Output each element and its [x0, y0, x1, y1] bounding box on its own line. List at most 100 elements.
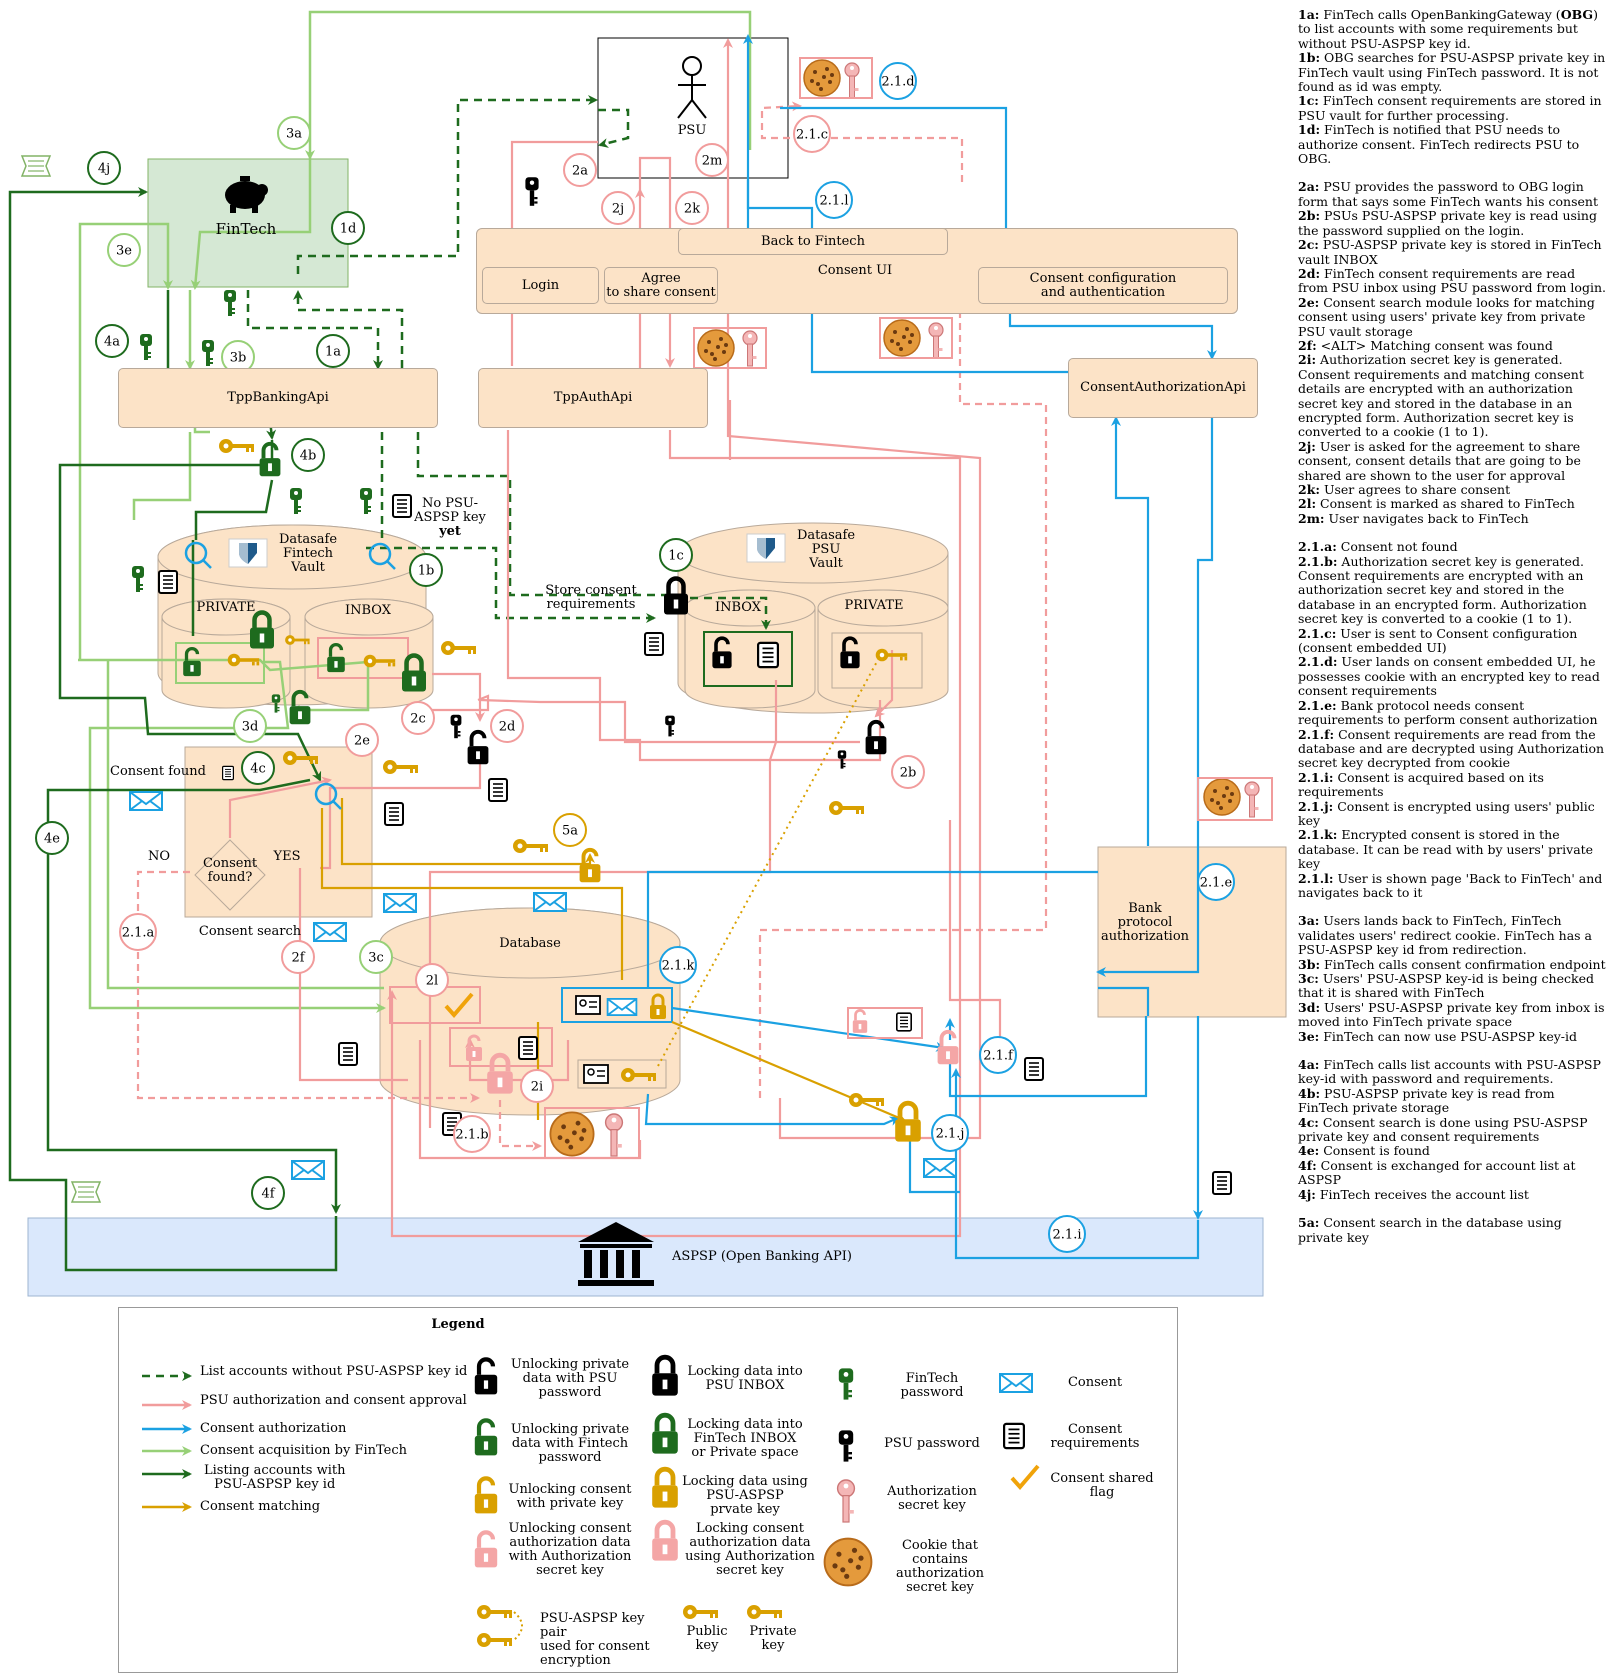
no-label: NO	[147, 849, 171, 864]
svg-text:4c: 4c	[250, 762, 266, 777]
note-line: 5a: Consent search in the database using…	[1298, 1215, 1562, 1245]
note-line: 4b: PSU-ASPSP private key is read from F…	[1298, 1085, 1555, 1116]
lock-icon	[250, 610, 274, 649]
psu-stick-figure-icon	[677, 56, 707, 119]
document-icon	[895, 1012, 912, 1032]
gold-key-icon	[683, 1605, 718, 1619]
note-line: 2b: PSUs PSU-ASPSP private key is read u…	[1298, 208, 1597, 238]
cookie-icon	[549, 1111, 595, 1157]
note-line: 3e: FinTech can now use PSU-ASPSP key-id	[1298, 1028, 1578, 1044]
datasafe-psu-label: Datasafe PSU Vault	[796, 528, 856, 571]
consent-ui-label: Consent UI	[817, 263, 893, 278]
notes-group: 5a: Consent search in the database using…	[1298, 1215, 1608, 1245]
envelope-icon	[313, 922, 347, 942]
id-card-icon	[583, 1064, 609, 1084]
legend-line-3: Consent authorization	[200, 1421, 347, 1436]
legend-consent: Consent	[1067, 1375, 1123, 1390]
step-badge: 2k	[675, 191, 709, 225]
svg-text:2.1.e: 2.1.e	[1200, 876, 1233, 891]
svg-text:2c: 2c	[410, 712, 426, 727]
step-badge: 4e	[35, 821, 69, 855]
legend-line-4: Consent acquisition by FinTech	[200, 1443, 408, 1458]
step-badge: 5a	[553, 813, 587, 847]
lock-icon	[650, 993, 666, 1019]
envelope-icon	[533, 892, 567, 912]
fintech-label: FinTech	[215, 220, 277, 238]
step-badge: 3d	[233, 709, 267, 743]
step-badge: 2.1.l	[815, 181, 853, 219]
gold-key-icon	[875, 648, 908, 662]
step-badge: 2e	[345, 723, 379, 757]
envelope-icon	[606, 998, 638, 1017]
svg-text:2d: 2d	[499, 720, 516, 735]
notes-group: 4a: FinTech calls list accounts with PSU…	[1298, 1057, 1608, 1202]
svg-text:2b: 2b	[900, 766, 917, 781]
note-line: 1a: FinTech calls OpenBankingGateway (OB…	[1298, 7, 1598, 51]
envelope-icon	[923, 1158, 957, 1178]
step-badge: 3a	[277, 116, 311, 150]
legend-unlock-fintech: Unlocking private data with Fintech pass…	[510, 1422, 630, 1465]
cookie-icon	[697, 329, 735, 367]
svg-text:2.1.i: 2.1.i	[1053, 1228, 1082, 1243]
gold-key-icon	[621, 1068, 656, 1082]
note-line: 1c: FinTech consent requirements are sto…	[1298, 93, 1602, 123]
svg-text:2.1.f: 2.1.f	[983, 1049, 1014, 1064]
fintech-key-icon	[290, 488, 302, 514]
legend-lines	[142, 1371, 192, 1512]
step-badge: 2i	[520, 1069, 554, 1103]
lock-icon	[840, 636, 860, 669]
svg-text:2.1.l: 2.1.l	[820, 194, 849, 209]
note-line: 2c: PSU-ASPSP private key is stored in F…	[1298, 237, 1602, 267]
svg-text:2.1.a: 2.1.a	[122, 926, 155, 941]
scroll-icon	[20, 155, 52, 177]
step-badge: 2j	[601, 191, 635, 225]
consent-search-label: Consent search	[198, 924, 302, 939]
consent-found-question: Consent found?	[202, 856, 258, 885]
svg-text:2.1.c: 2.1.c	[796, 128, 828, 143]
lock-icon	[664, 576, 688, 615]
vault-shield-icon	[746, 533, 786, 563]
authorization-key-icon	[836, 1479, 856, 1523]
login-button[interactable]: Login	[482, 267, 599, 304]
document-icon	[338, 1042, 358, 1066]
gold-key-icon	[227, 653, 260, 667]
svg-text:2a: 2a	[572, 164, 588, 179]
step-badge: 4a	[95, 324, 129, 358]
legend-unlock-psu: Unlocking private data with PSU password	[510, 1357, 630, 1400]
agree-button[interactable]: Agree to share consent	[604, 267, 718, 304]
step-badge: 2b	[891, 755, 925, 789]
bank-protocol-label: Bank protocol authorization	[1100, 901, 1190, 944]
consent-configuration-button[interactable]: Consent configuration and authentication	[978, 267, 1228, 304]
legend-line-1: List accounts without PSU-ASPSP key id	[200, 1364, 468, 1379]
scroll-icon	[70, 1181, 102, 1203]
search-icon	[184, 541, 212, 569]
step-badge: 2.1.f	[979, 1036, 1017, 1074]
svg-text:1b: 1b	[418, 564, 435, 579]
back-to-fintech-button[interactable]: Back to Fintech	[678, 228, 948, 255]
gold-key-icon	[383, 760, 418, 774]
document-icon	[392, 494, 412, 518]
piggy-bank-icon	[225, 176, 268, 213]
consent-found-label: Consent found	[110, 764, 206, 779]
lock-icon	[289, 689, 311, 725]
document-icon	[1024, 1057, 1044, 1081]
svg-text:2e: 2e	[354, 734, 370, 749]
document-icon	[644, 632, 664, 656]
note-line: 3a: Users lands back to FinTech, FinTech…	[1298, 913, 1593, 958]
authorization-key-icon	[742, 330, 758, 367]
note-line: 2.1.i: Consent is acquired based on its …	[1298, 769, 1544, 800]
svg-text:3b: 3b	[230, 351, 247, 366]
cookie-frame	[879, 317, 953, 359]
lock-icon	[712, 636, 732, 669]
svg-text:5a: 5a	[562, 824, 578, 839]
step-badge: 4j	[87, 151, 121, 185]
lock-icon	[402, 653, 426, 692]
lock-icon	[466, 1034, 482, 1061]
svg-text:3d: 3d	[242, 720, 259, 735]
step-badge: 2.1.k	[659, 946, 697, 984]
step-badge: 2.1.b	[453, 1115, 491, 1153]
svg-text:2k: 2k	[684, 202, 700, 217]
envelope-icon	[291, 1160, 325, 1180]
